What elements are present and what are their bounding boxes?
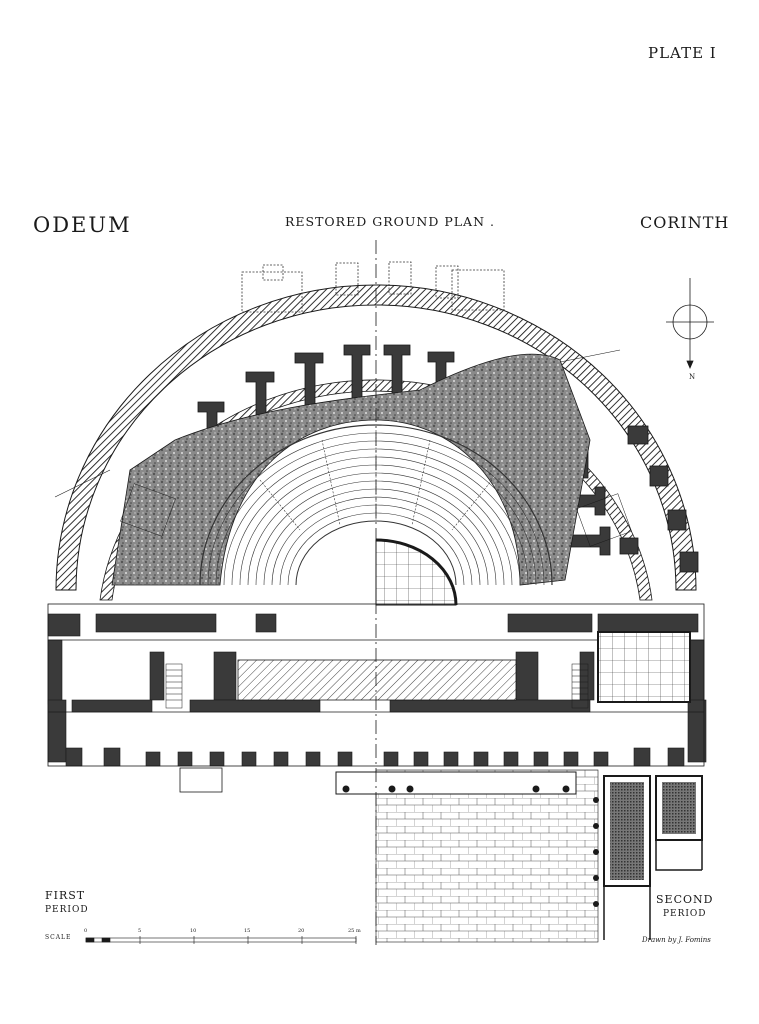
scale-tick-label: 20 — [298, 928, 305, 934]
second-period-line1: SECOND — [656, 893, 714, 906]
title-corinth: CORINTH — [640, 213, 730, 232]
forecourt-paving — [335, 769, 703, 943]
title-odeum: ODEUM — [33, 213, 132, 237]
title-restored-ground-plan: RESTORED GROUND PLAN . — [285, 214, 495, 229]
scale-tick-label: 15 — [244, 928, 251, 934]
second-period-line2: PERIOD — [662, 909, 707, 919]
cavea-rubble-fill — [111, 353, 591, 586]
plate-number: PLATE I — [648, 44, 717, 62]
section-lines — [54, 349, 621, 498]
scale-bar — [85, 936, 357, 944]
first-period-line2: PERIOD — [45, 905, 89, 915]
scale-label: SCALE — [45, 934, 72, 941]
scale-tick-label: 25 m — [348, 928, 361, 934]
drawn-by-credit: Drawn by J. Fomins — [642, 936, 711, 944]
orchestra-paving — [375, 538, 458, 606]
stage-pulpitum — [237, 659, 517, 701]
first-period-line1: FIRST — [45, 889, 86, 902]
stage-building — [47, 613, 707, 767]
tiled-room — [597, 631, 691, 703]
side-stairs — [120, 483, 632, 709]
second-period-label: SECOND PERIOD — [656, 893, 713, 921]
compass-rose — [666, 278, 714, 370]
outer-curved-wall — [55, 261, 697, 591]
first-period-label: FIRST PERIOD — [45, 889, 89, 917]
compass-north-label: N — [689, 373, 696, 381]
scale-tick-label: 5 — [138, 928, 142, 934]
scale-tick-label: 0 — [84, 928, 88, 934]
scale-tick-label: 10 — [190, 928, 197, 934]
